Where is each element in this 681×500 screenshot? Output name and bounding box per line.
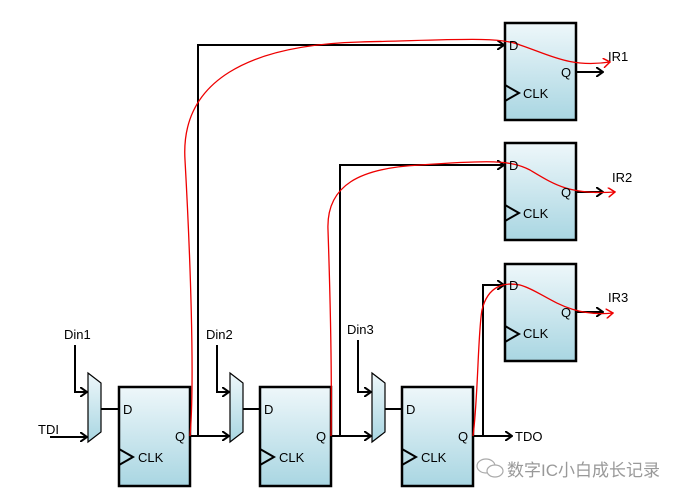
ir3-d-label: D: [509, 278, 518, 293]
ff3-clk-label: CLK: [421, 450, 447, 465]
ff3-q-label: Q: [458, 429, 468, 444]
wechat-logo-icon: [476, 458, 504, 478]
wires: [50, 45, 603, 437]
ir3-clk-label: CLK: [523, 326, 549, 341]
watermark: 数字IC小白成长记录: [507, 461, 660, 480]
ff1-clk-label: CLK: [138, 450, 164, 465]
din2-label: Din2: [206, 327, 233, 342]
ir2-d-label: D: [509, 158, 518, 173]
register-ir2: [503, 141, 578, 242]
ir3-label: IR3: [608, 290, 628, 305]
flipflop-2: [258, 385, 333, 488]
ff2-d-label: D: [264, 402, 273, 417]
ir1-clk-label: CLK: [523, 86, 549, 101]
ff2-clk-label: CLK: [279, 450, 305, 465]
ir1-q-label: Q: [561, 65, 571, 80]
tdo-label: TDO: [515, 429, 542, 444]
flipflop-1: [117, 385, 192, 488]
ff1-d-label: D: [123, 402, 132, 417]
ir1-d-label: D: [509, 38, 518, 53]
din1-label: Din1: [64, 327, 91, 342]
mux-1: [87, 371, 102, 444]
mux-2: [229, 371, 244, 444]
flipflop-3: [400, 385, 475, 488]
ff3-d-label: D: [406, 402, 415, 417]
mux-3: [371, 371, 386, 444]
ff2-q-label: Q: [316, 429, 326, 444]
register-ir1: [503, 21, 578, 122]
ir1-label: IR1: [608, 49, 628, 64]
highlight-paths: [184, 38, 615, 437]
ir3-q-label: Q: [561, 305, 571, 320]
ir2-q-label: Q: [561, 185, 571, 200]
ir2-label: IR2: [612, 170, 632, 185]
tdi-label: TDI: [38, 422, 59, 437]
ff1-q-label: Q: [175, 429, 185, 444]
din3-label: Din3: [347, 322, 374, 337]
register-ir3: [503, 262, 578, 363]
ir2-clk-label: CLK: [523, 206, 549, 221]
